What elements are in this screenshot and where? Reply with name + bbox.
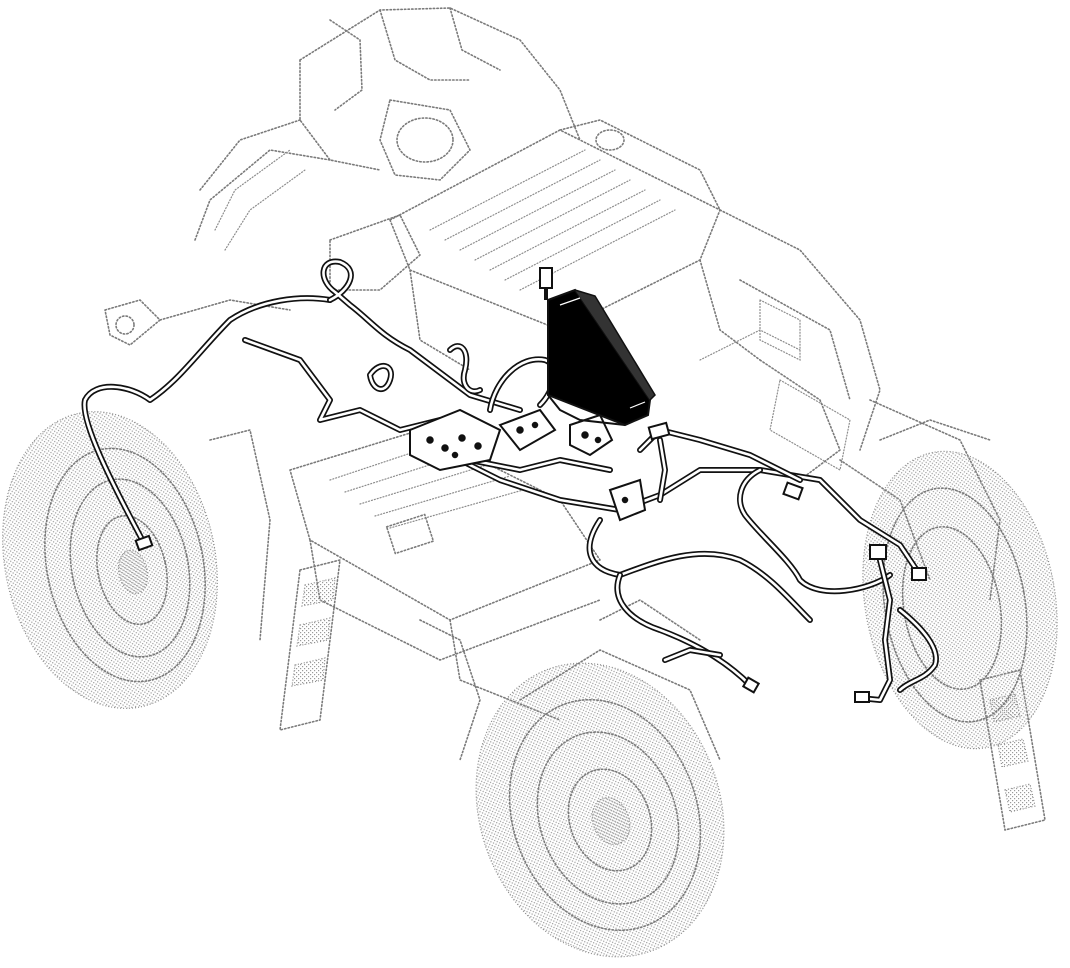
connector [911,567,927,581]
right-rear-wheel-ghost [862,419,1058,750]
connector [741,676,761,694]
central-connector-cluster [409,408,647,522]
front-wheel-ghost [475,649,725,958]
left-rear-wheel-ghost [2,411,271,709]
wiring-harness [81,258,939,703]
connector [869,544,887,560]
tractor-body-ghost [2,7,1058,958]
cab-ghost [194,7,581,291]
connector [647,421,671,441]
connector [854,691,870,703]
connector [782,481,804,501]
control-unit-box [539,267,656,427]
misc-ghost-details [104,299,841,761]
engine-hood-ghost [389,119,761,371]
connector [134,534,154,552]
